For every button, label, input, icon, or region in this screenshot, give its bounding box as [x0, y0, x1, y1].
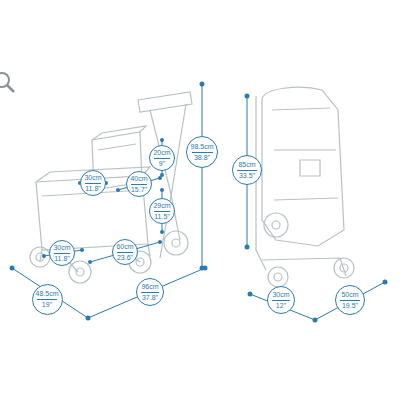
badge-rule: [272, 300, 290, 301]
dimension-cm: 30cm: [53, 244, 70, 252]
dimension-cm: 60cm: [116, 243, 133, 251]
badge-rule: [141, 292, 159, 293]
dimension-inch: 11.8": [54, 255, 70, 263]
dimension-cm: 30cm: [272, 291, 289, 299]
dimension-cm: 98.5cm: [191, 143, 214, 151]
dimension-cm: 96cm: [141, 283, 158, 291]
dimension-dots: [10, 82, 388, 323]
dimension-cm: 50cm: [341, 291, 358, 299]
badge-rule: [85, 183, 102, 184]
dimension-inch: 11.5": [154, 213, 170, 221]
dimension-inch: 33.5": [239, 172, 255, 180]
badge-rule: [117, 252, 134, 253]
dimension-lines: [12, 84, 385, 320]
dimension-badge: 96cm 37.8": [136, 278, 164, 306]
dimension-cm: 29cm: [153, 202, 170, 210]
dimension-cm: 48.5cm: [36, 290, 59, 298]
dimension-inch: 37.8": [142, 294, 158, 302]
dimension-badge: 30cm 11.8": [49, 240, 75, 266]
dimension-cm: 40cm: [130, 175, 147, 183]
dimension-badge: 40cm 15.7": [126, 171, 152, 197]
dimension-badge: 98.5cm 38.8": [186, 136, 218, 168]
badge-rule: [154, 211, 171, 212]
dimension-badge: 30cm 11.8": [80, 170, 106, 196]
badge-rule: [154, 158, 171, 159]
stroller-folded: [256, 87, 354, 287]
dimension-badge: 85cm 33.5": [232, 155, 262, 185]
dimension-badge: 20cm 9": [149, 145, 175, 171]
dimension-badge: 60cm 23.6": [112, 239, 138, 265]
badge-rule: [237, 170, 257, 171]
dimension-inch: 12": [276, 302, 286, 310]
dimension-badge: 29cm 11.5": [149, 198, 175, 224]
stroller-open: [30, 92, 192, 283]
dimension-inch: 9": [159, 160, 165, 168]
badge-rule: [54, 253, 71, 254]
badge-rule: [340, 300, 360, 301]
dimension-cm: 30cm: [84, 174, 101, 182]
dimension-badge: 48.5cm 19": [32, 284, 63, 315]
dimension-inch: 15.7": [131, 186, 147, 194]
dimension-cm: 85cm: [238, 161, 255, 169]
badge-rule: [131, 184, 148, 185]
dimension-badge: 30cm 12": [267, 286, 295, 314]
dimension-inch: 19": [42, 301, 52, 309]
dimension-inch: 11.8": [85, 185, 101, 193]
dimension-badge: 50cm 19.5": [335, 285, 365, 315]
dimension-inch: 38.8": [194, 154, 210, 162]
dimension-cm: 20cm: [153, 149, 170, 157]
magnifier-icon: [0, 73, 14, 92]
badge-rule: [37, 299, 57, 300]
badge-rule: [192, 152, 213, 153]
dimension-inch: 23.6": [117, 254, 133, 262]
dimension-inch: 19.5": [342, 302, 358, 310]
